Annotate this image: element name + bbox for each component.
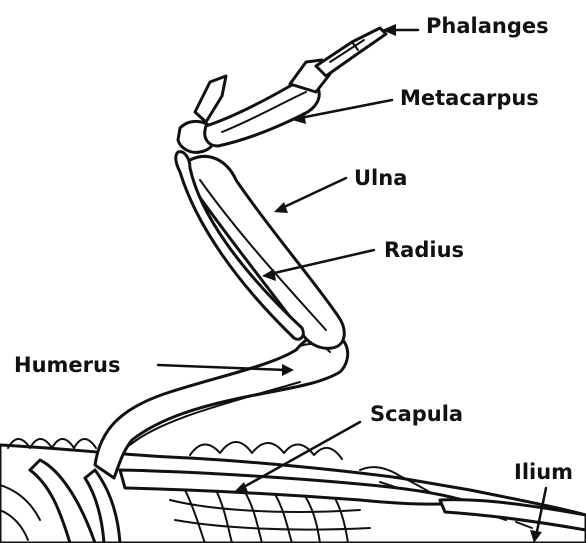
label-metacarpus: Metacarpus: [400, 88, 539, 109]
label-phalanges: Phalanges: [426, 16, 549, 37]
ulna-bone: [187, 156, 345, 348]
label-ilium: Ilium: [514, 462, 573, 483]
label-scapula: Scapula: [370, 404, 463, 425]
label-ulna: Ulna: [354, 168, 407, 189]
phalanges-bone: [316, 28, 386, 76]
label-humerus: Humerus: [14, 355, 120, 376]
label-radius: Radius: [384, 240, 464, 261]
